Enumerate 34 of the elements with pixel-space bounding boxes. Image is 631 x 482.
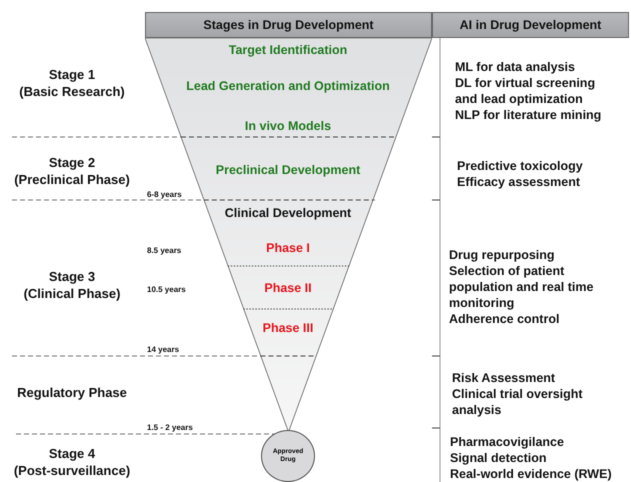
- stage-text: Lead Generation and Optimization: [186, 79, 390, 93]
- stage-text: Target Identification: [228, 43, 348, 57]
- ai-application-text: Adherence control: [449, 311, 560, 327]
- ai-application-text: Predictive toxicology: [457, 158, 584, 174]
- stage-label: Stage 1 (Basic Research): [18, 66, 126, 100]
- stage-text: In vivo Models: [244, 119, 332, 133]
- ai-application-text: Selection of patient population and real time monitoring: [449, 263, 594, 311]
- ai-application-text: DL for virtual screening and lead optimization: [455, 75, 596, 107]
- duration-label: 14 years: [147, 345, 180, 355]
- phase-text: Phase I: [266, 241, 310, 255]
- funnel: [145, 38, 432, 432]
- ai-application-text: ML for data analysis: [455, 59, 576, 75]
- stage-label: Stage 3 (Clinical Phase): [22, 268, 122, 302]
- ai-application-text: Clinical trial oversight analysis: [452, 386, 584, 418]
- duration-label: 6-8 years: [147, 190, 182, 200]
- ai-application-text: Risk Assessment: [452, 370, 556, 386]
- duration-label: 10.5 years: [147, 285, 186, 295]
- stage-label: Stage 4 (Post-surveillance): [12, 445, 132, 479]
- stage-text: Preclinical Development: [216, 163, 360, 177]
- phase-text: Phase II: [264, 281, 312, 295]
- stage-text: Clinical Development: [224, 206, 352, 220]
- ai-application-text: NLP for literature mining: [455, 107, 602, 123]
- header-cell: Stages in Drug Development: [145, 12, 432, 38]
- phase-text: Phase III: [262, 321, 314, 335]
- ai-application-text: Pharmacovigilance: [450, 434, 565, 450]
- ai-application-text: Signal detection: [450, 450, 548, 466]
- ai-application-text: Real-world evidence (RWE): [450, 466, 613, 482]
- ai-application-text: Efficacy assessment: [457, 174, 581, 190]
- duration-label: 1.5 - 2 years: [147, 423, 193, 433]
- stage-label: Stage 2 (Preclinical Phase): [13, 154, 131, 188]
- ai-application-text: Drug repurposing: [449, 247, 556, 263]
- header-cell: AI in Drug Development: [432, 12, 629, 38]
- stage-label: Regulatory Phase: [16, 384, 128, 401]
- duration-label: 8.5 years: [147, 246, 182, 256]
